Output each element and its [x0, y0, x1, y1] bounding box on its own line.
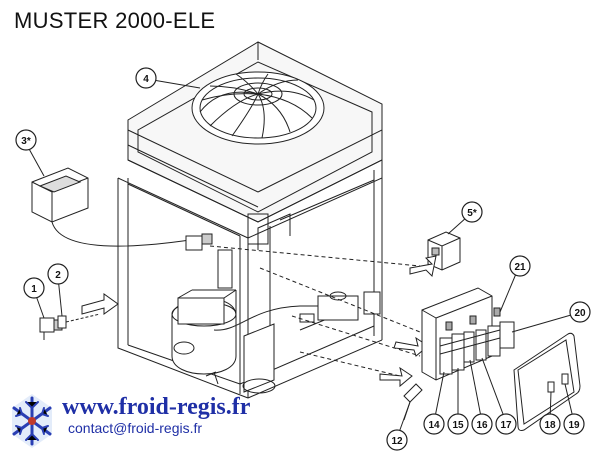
- svg-text:1: 1: [31, 284, 37, 295]
- svg-text:19: 19: [568, 420, 580, 431]
- svg-text:21: 21: [514, 262, 526, 273]
- svg-text:5*: 5*: [467, 208, 477, 219]
- svg-text:15: 15: [452, 420, 464, 431]
- svg-text:20: 20: [574, 308, 586, 319]
- electrical-panel: [421, 287, 515, 381]
- front-cover: [513, 332, 581, 431]
- controller-box-3: [31, 167, 191, 247]
- svg-text:18: 18: [544, 420, 556, 431]
- condenser-fan: [191, 71, 325, 145]
- refrigerant-pipes: [213, 291, 359, 331]
- callout-14: 14: [423, 413, 445, 435]
- svg-text:16: 16: [476, 420, 488, 431]
- svg-text:4: 4: [143, 74, 149, 85]
- arrow-heads: [379, 255, 437, 388]
- callout-1: 1: [23, 277, 45, 299]
- callout-18: 18: [539, 413, 561, 435]
- leader-arrows: [209, 245, 421, 377]
- callout-19: 19: [563, 413, 585, 435]
- callout-4: 4: [135, 67, 157, 89]
- pressure-controls-1-2: [39, 293, 119, 340]
- svg-text:3*: 3*: [21, 136, 31, 147]
- brand-url-link[interactable]: www.froid-regis.fr: [62, 394, 251, 420]
- callout-2: 2: [47, 263, 69, 285]
- callout-12: 12: [386, 429, 408, 451]
- switch-box-5: [427, 231, 461, 271]
- callout-16: 16: [471, 413, 493, 435]
- callout-21: 21: [509, 255, 531, 277]
- brand-email-link[interactable]: contact@froid-regis.fr: [68, 420, 203, 436]
- liquid-receiver: [205, 323, 276, 394]
- compressor: [171, 289, 237, 375]
- sensor-in-unit: [185, 233, 381, 323]
- callout-5: 5*: [461, 201, 483, 223]
- svg-text:14: 14: [428, 420, 440, 431]
- callout-17: 17: [495, 413, 517, 435]
- diagram-title: MUSTER 2000-ELE: [14, 8, 216, 33]
- callout-3: 3*: [15, 129, 37, 151]
- svg-text:12: 12: [391, 436, 403, 447]
- callout-15: 15: [447, 413, 469, 435]
- sensor-12: [403, 383, 423, 421]
- snowflake-icon: [8, 392, 56, 448]
- callout-20: 20: [569, 301, 591, 323]
- svg-text:2: 2: [55, 270, 61, 281]
- svg-text:17: 17: [500, 420, 512, 431]
